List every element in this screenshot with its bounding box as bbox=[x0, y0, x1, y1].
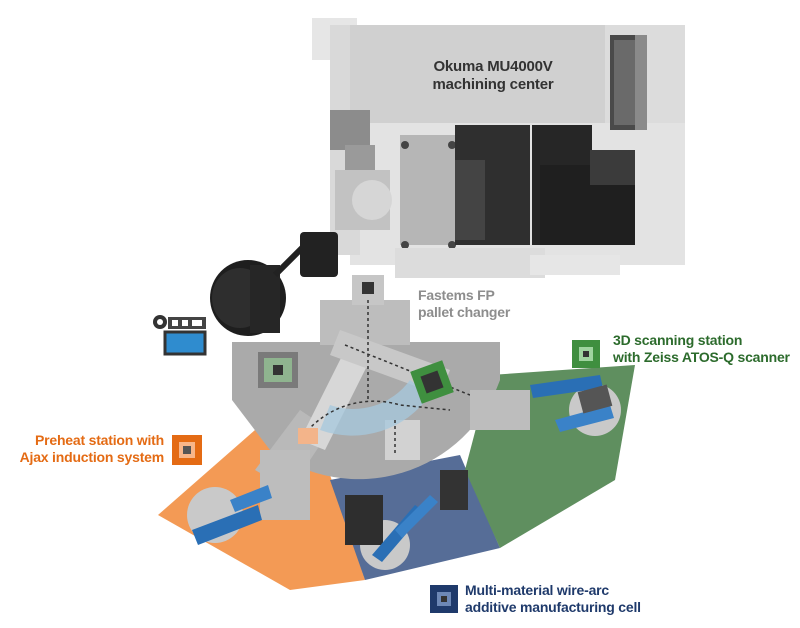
pallet-changer-label-line2: pallet changer bbox=[418, 304, 511, 320]
wire-arc-cell-label: Multi-material wire-arc additive manufac… bbox=[465, 582, 641, 616]
wire-arc-robot bbox=[345, 470, 468, 570]
machining-center bbox=[312, 18, 685, 278]
preheat-station-label: Preheat station with Ajax induction syst… bbox=[14, 432, 165, 466]
blue-square-station-icon bbox=[430, 585, 458, 613]
preheat-robot bbox=[187, 450, 310, 545]
machining-center-label-line2: machining center bbox=[432, 76, 554, 93]
preheat-station-label-line2: Ajax induction system bbox=[19, 449, 165, 465]
wire-arc-cell-label-line1: Multi-material wire-arc bbox=[465, 582, 609, 598]
scanning-station-label-line1: 3D scanning station bbox=[613, 332, 743, 348]
scanning-station-label-line2: with Zeiss ATOS-Q scanner bbox=[613, 349, 790, 365]
wire-arc-cell-label-line2: additive manufacturing cell bbox=[465, 599, 641, 615]
chip-conveyor-icon bbox=[210, 232, 338, 336]
pallet-changer-label: Fastems FP pallet changer bbox=[418, 287, 510, 321]
machining-center-label-line1: Okuma MU4000V bbox=[433, 58, 553, 75]
preheat-station-label-line1: Preheat station with bbox=[34, 432, 164, 448]
pallet-changer-label-line1: Fastems FP bbox=[418, 287, 495, 303]
scanning-robot bbox=[470, 375, 621, 436]
scanning-station-label: 3D scanning station with Zeiss ATOS-Q sc… bbox=[613, 332, 790, 366]
green-square-station-icon bbox=[572, 340, 600, 368]
machining-center-label: Okuma MU4000V machining center bbox=[398, 58, 588, 94]
pallet-changer bbox=[232, 275, 500, 490]
computer-terminal-icon bbox=[153, 315, 207, 356]
orange-square-station-icon bbox=[172, 435, 202, 465]
